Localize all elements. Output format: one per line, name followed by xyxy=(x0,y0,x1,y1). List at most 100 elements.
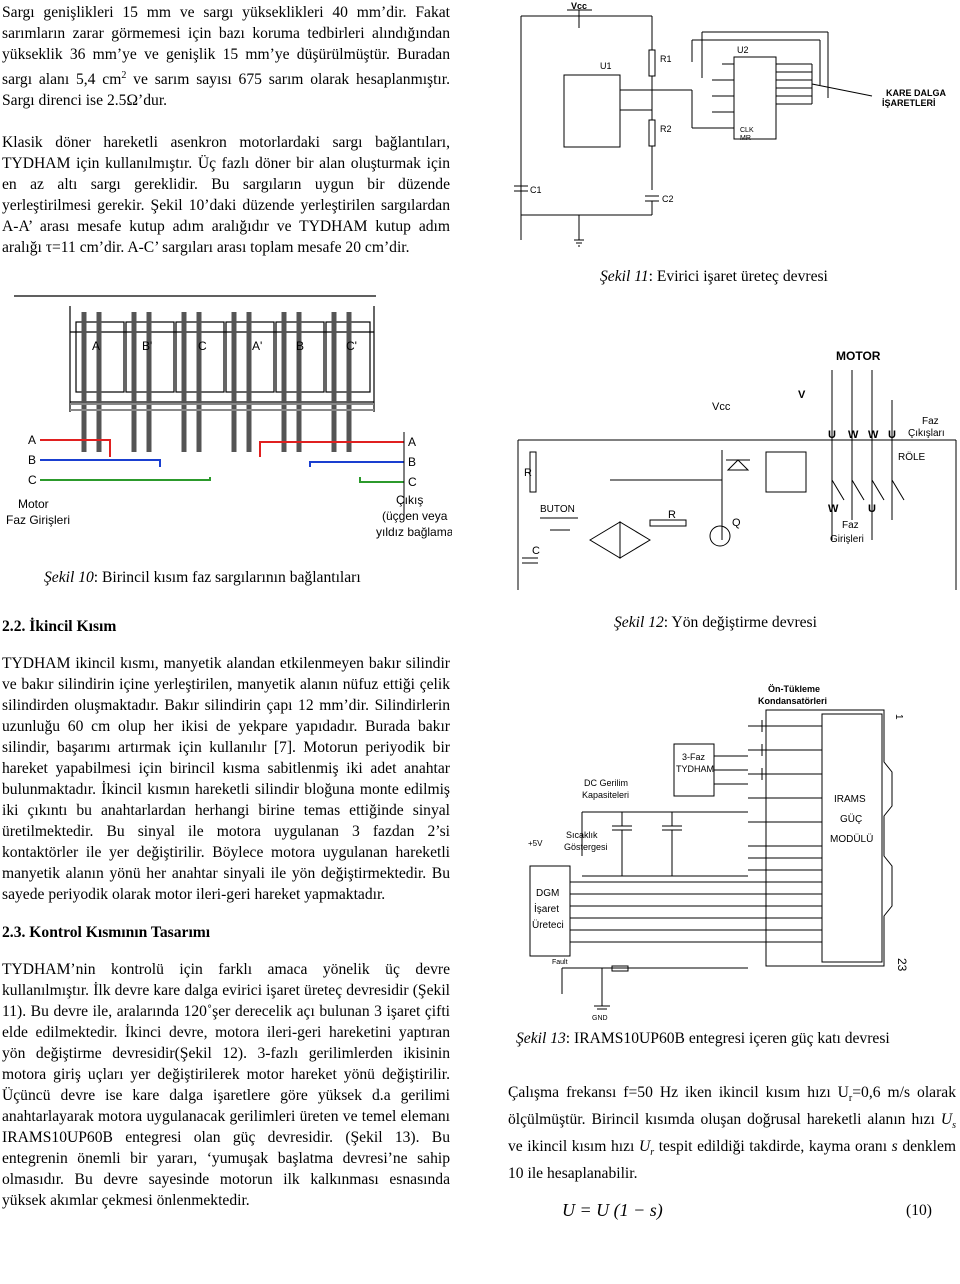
para5-part-c: ve ikincil kısım hızı xyxy=(508,1138,639,1156)
fig11-caption-text: : Evirici işaret üreteç devresi xyxy=(648,268,828,285)
fig10-left-phase-C: C xyxy=(28,473,37,487)
para1-superscript: 2 xyxy=(121,70,127,81)
para5-Us: U xyxy=(940,1111,953,1129)
fig13-tydham-2: TYDHAM xyxy=(676,764,714,774)
fig13-dgm-3: Üreteci xyxy=(532,919,564,931)
para1-part-b: ve sarım sayısı 675 sarım olarak hesapla… xyxy=(2,71,450,110)
para1-part-a: Sargı genişlikleri 15 mm ve sargı yüksek… xyxy=(2,4,450,89)
fig12-faz-giris-1: Faz xyxy=(842,520,859,531)
fig13-caption-prefix: Şekil 13 xyxy=(516,1030,566,1047)
figure-10-phase-windings: A B' C A' B C' A B C A B C Motor Faz Gir… xyxy=(0,292,457,554)
para5-part-d: tespit edildiği takdirde, kayma oranı xyxy=(654,1138,892,1156)
fig11-isaretleri: İŞARETLERİ xyxy=(882,98,936,108)
fig11-c1: C1 xyxy=(530,185,542,195)
fig13-on-tukleme-2: Kondansatörleri xyxy=(758,696,827,706)
fig12-r: R xyxy=(524,467,532,479)
fig12-phase-U1: U xyxy=(828,429,836,441)
fig12-motor: MOTOR xyxy=(836,349,881,363)
fig11-u2: U2 xyxy=(737,45,749,55)
fig13-gnd: GND xyxy=(592,1015,608,1022)
fig10-yildiz-label: yıldız bağlama) xyxy=(376,525,452,539)
left-lower-text: 2.2. İkincil Kısım TYDHAM ikincil kısmı,… xyxy=(2,618,450,1211)
section-heading-2-2: 2.2. İkincil Kısım xyxy=(2,618,117,635)
fig13-irams-2: GÜÇ xyxy=(840,813,862,825)
fig12-caption-prefix: Şekil 12 xyxy=(614,614,664,631)
fig13-tydham-1: 3-Faz xyxy=(682,752,706,762)
fig13-dgm-1: DGM xyxy=(536,888,559,899)
paragraph-winding-dimensions: Sargı genişlikleri 15 mm ve sargı yüksek… xyxy=(2,2,450,111)
fig10-coil-A: A xyxy=(92,339,100,353)
fig12-buton: BUTON xyxy=(540,504,575,515)
fig10-caption-prefix: Şekil 10 xyxy=(44,569,94,586)
figure-12-direction-switch: MOTOR V Vcc U W W U Faz Çıkışları RÖLE R… xyxy=(510,340,960,600)
fig13-dc-2: Kapasiteleri xyxy=(582,790,629,800)
fig11-caption-prefix: Şekil 11 xyxy=(600,268,649,285)
fig10-coil-C: C xyxy=(198,339,207,353)
fig13-page-number: 23 xyxy=(895,958,909,972)
fig10-left-phase-A: A xyxy=(28,433,36,447)
fig11-u1: U1 xyxy=(600,61,612,71)
fig10-ucgen-label: (üçgen veya xyxy=(382,509,448,523)
fig13-irams-1: IRAMS xyxy=(834,794,866,805)
figure-13-caption: Şekil 13: IRAMS10UP60B entegresi içeren … xyxy=(516,1028,890,1049)
fig12-q: Q xyxy=(732,517,741,529)
fig11-kare-dalga: KARE DALGA xyxy=(886,88,946,98)
para5-sub-s: s xyxy=(952,1120,956,1132)
section-heading-2-3: 2.3. Kontrol Kısmının Tasarımı xyxy=(2,924,211,941)
fig12-r2: R xyxy=(668,509,676,521)
para5-s: s xyxy=(891,1138,898,1156)
fig12-role: RÖLE xyxy=(898,451,926,463)
fig11-mr: MR xyxy=(740,135,751,142)
para5-part-a: Çalışma frekansı f=50 Hz iken ikincil kı… xyxy=(508,1084,849,1101)
fig10-faz-girisleri-label: Faz Girişleri xyxy=(6,513,70,527)
fig10-caption-text: : Birincil kısım faz sargılarının bağlan… xyxy=(93,569,361,586)
fig10-coil-C-prime: C' xyxy=(346,339,357,353)
fig13-pin1: 1 xyxy=(893,714,904,720)
para5-sub-r2: r xyxy=(650,1147,655,1159)
figure-12-svg: MOTOR V Vcc U W W U Faz Çıkışları RÖLE R… xyxy=(517,349,957,590)
fig12-faz-cikis-2: Çıkışları xyxy=(908,428,945,439)
fig11-r1: R1 xyxy=(660,54,672,64)
fig13-plus5v: +5V xyxy=(528,839,543,848)
figure-11-svg: Vcc U1 U2 R1 R2 C1 C2 CLK MR KARE DALGA … xyxy=(514,1,946,247)
fig11-clk: CLK xyxy=(740,127,754,134)
fig13-caption-text: : IRAMS10UP60B entegresi içeren güç katı… xyxy=(565,1030,890,1047)
fig12-v: V xyxy=(798,389,806,401)
fig12-phase-U2: U xyxy=(888,429,896,441)
fig12-w: W xyxy=(828,503,839,515)
figure-10-caption: Şekil 10: Birincil kısım faz sargılarını… xyxy=(44,567,361,588)
fig10-right-phase-B: B xyxy=(408,455,416,469)
figure-13-svg: Ön-Tükleme Kondansatörleri 3-Faz TYDHAM … xyxy=(528,684,909,1022)
paragraph-secondary-part: TYDHAM ikincil kısmı, manyetik alandan e… xyxy=(2,655,450,903)
para5-part-b: =0,6 m/s olarak ölçülmüştür. Birincil kı… xyxy=(508,1084,957,1129)
para5-part-e: denklem 10 ile hesaplanabilir. xyxy=(508,1138,957,1183)
paragraph-control-design: TYDHAM’nin kontrolü için farklı amaca yö… xyxy=(2,961,450,1209)
fig10-right-phase-A: A xyxy=(408,435,416,449)
fig11-r2: R2 xyxy=(660,124,672,134)
fig12-faz-cikis-1: Faz xyxy=(922,416,939,427)
left-top-text: Sargı genişlikleri 15 mm ve sargı yüksek… xyxy=(2,2,450,258)
fig12-phase-W2: W xyxy=(868,429,879,441)
fig10-right-phase-C: C xyxy=(408,475,417,489)
fig13-fault: Fault xyxy=(552,959,568,966)
fig12-u: U xyxy=(868,503,876,515)
equation-10: U = U (1 − s) xyxy=(562,1200,663,1220)
fig10-motor-label: Motor xyxy=(18,497,49,511)
fig13-dc-1: DC Gerilim xyxy=(584,778,628,788)
fig13-on-tukleme-1: Ön-Tükleme xyxy=(768,684,820,694)
paragraph-slip-ratio: Çalışma frekansı f=50 Hz iken ikincil kı… xyxy=(508,1082,956,1184)
figure-10-svg: A B' C A' B C' A B C A B C Motor Faz Gir… xyxy=(6,295,457,539)
fig10-cikis-label: Çıkış xyxy=(396,493,423,507)
fig10-coil-B-prime: B' xyxy=(142,339,152,353)
para5-Ur: U xyxy=(638,1138,651,1156)
fig12-phase-W1: W xyxy=(848,429,859,441)
fig13-dgm-2: İşaret xyxy=(534,902,559,915)
fig13-sicaklik-2: Göstergesi xyxy=(564,842,608,852)
equation-number: (10) xyxy=(906,1202,932,1219)
fig10-coil-A-prime: A' xyxy=(252,339,262,353)
fig10-left-phase-B: B xyxy=(28,453,36,467)
figure-13-power-stage: Ön-Tükleme Kondansatörleri 3-Faz TYDHAM … xyxy=(522,676,954,1022)
figure-12-caption: Şekil 12: Yön değiştirme devresi xyxy=(614,612,817,633)
figure-11-caption: Şekil 11: Evirici işaret üreteç devresi xyxy=(600,266,828,287)
figure-11-inverter-signal-generator: Vcc U1 U2 R1 R2 C1 C2 CLK MR KARE DALGA … xyxy=(512,0,960,260)
